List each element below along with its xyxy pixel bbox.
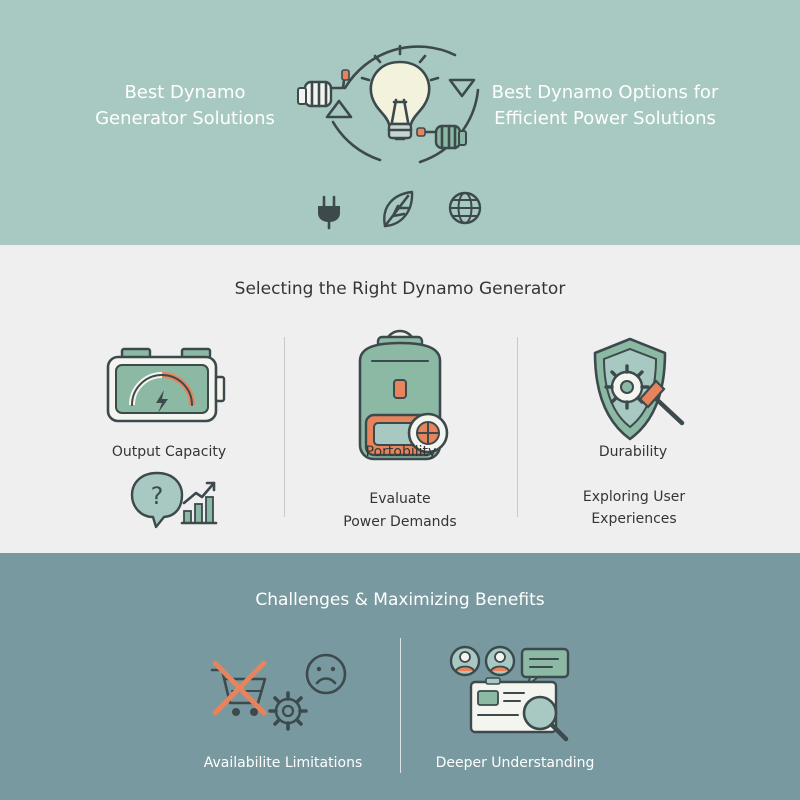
crossed-cart-icon xyxy=(210,660,267,716)
hand-crank-icon xyxy=(297,69,350,108)
challenges-band: Challenges & Maximizing Benefits xyxy=(0,553,800,800)
leaf-icon xyxy=(383,190,414,228)
dynamo-cycle-graphic xyxy=(297,44,482,230)
durability-sub: Exploring User Experiences xyxy=(582,489,686,527)
availability-label: Availabilite Limitations xyxy=(203,755,363,771)
right-title: Best Dynamo Options for Efficient Power … xyxy=(491,82,719,129)
arrow-down-icon xyxy=(448,78,476,98)
output-capacity-label: Output Capacity xyxy=(111,444,227,460)
selection-icons: ? xyxy=(106,329,685,529)
challenge-icons xyxy=(210,645,570,742)
durability-label: Durability xyxy=(598,444,668,460)
question-bubble-icon: ? xyxy=(130,471,184,529)
arrow-up-icon xyxy=(325,99,353,119)
selection-title: Selecting the Right Dynamo Generator xyxy=(234,279,566,299)
light-bulb-icon xyxy=(360,44,440,141)
hand-crank-icon xyxy=(416,124,467,150)
column-divider xyxy=(517,337,518,517)
sad-face-icon xyxy=(305,653,347,695)
column-divider xyxy=(284,337,285,517)
shield-gear-icon xyxy=(593,337,685,441)
backpack-icon xyxy=(358,329,449,461)
portability-sub: Evaluate Power Demands xyxy=(343,491,457,530)
research-team-icon xyxy=(449,645,570,742)
column-divider xyxy=(400,638,401,773)
growth-chart-icon xyxy=(180,481,218,525)
portability-label: Portobility xyxy=(365,444,437,460)
plug-icon xyxy=(318,195,340,230)
challenges-title: Challenges & Maximizing Benefits xyxy=(255,590,545,610)
globe-icon xyxy=(448,191,482,225)
left-title: Best Dynamo Generator Solutions xyxy=(95,82,275,129)
svg-text:?: ? xyxy=(151,482,164,510)
gear-icon xyxy=(268,691,308,731)
selection-band: Selecting the Right Dynamo Generator xyxy=(0,245,800,553)
battery-gauge-icon xyxy=(106,347,226,423)
deeper-understanding-label: Deeper Understanding xyxy=(435,755,595,771)
header-band: Best Dynamo Generator Solutions Best Dyn… xyxy=(0,0,800,245)
